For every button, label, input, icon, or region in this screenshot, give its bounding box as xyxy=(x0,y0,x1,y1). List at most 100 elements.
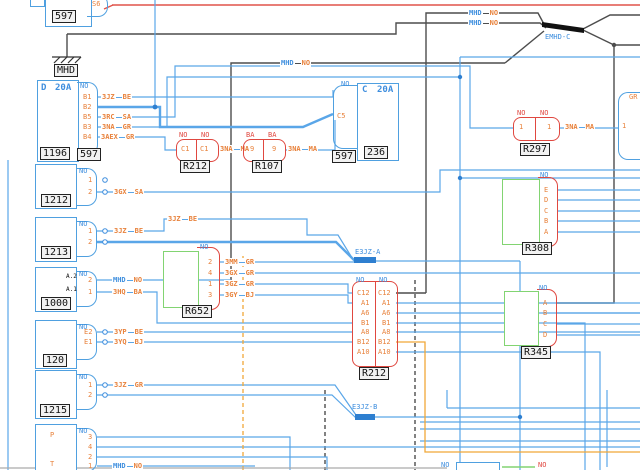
bottom-fragment-no-blue: NO xyxy=(441,461,450,469)
r652-pin-3: 3 xyxy=(208,291,213,299)
plate-597-fuse: 597 xyxy=(52,10,77,23)
dash xyxy=(126,465,133,467)
r212-bottom-left-name: NO xyxy=(356,276,365,284)
dash xyxy=(127,191,134,193)
dash xyxy=(181,218,188,220)
dash xyxy=(482,22,489,24)
dash xyxy=(301,148,308,150)
r345-pin-a: A xyxy=(543,299,548,307)
unit-1213-connector-arc xyxy=(76,221,97,257)
unit-1000-pin-2: 2 xyxy=(88,276,93,284)
splice-e3jz-b-bar xyxy=(355,414,375,420)
r212b-r-a1: A1 xyxy=(382,299,391,307)
unit-bottom-pin-4: 4 xyxy=(88,443,93,451)
r212-top-right-name: NO xyxy=(201,131,210,139)
r212b-r-c12: C12 xyxy=(378,289,391,297)
relay-236-conn-name: NO xyxy=(341,80,350,88)
r212b-r-a8: A8 xyxy=(382,328,391,336)
dash xyxy=(115,116,122,118)
plate-mhd-ground: MHD xyxy=(54,64,79,77)
plate-r308: R308 xyxy=(522,242,553,255)
plate-236: 236 xyxy=(364,146,389,159)
pin-label-b5: B5 xyxy=(83,113,92,121)
plate-1000: 1000 xyxy=(41,297,72,310)
r297-right-arc xyxy=(535,117,560,141)
unit-bottom-connector-arc xyxy=(76,428,97,470)
r652-pin-1: 1 xyxy=(208,280,213,288)
relay-236-amps: 20A xyxy=(377,85,394,95)
r212b-l-c12: C12 xyxy=(357,289,370,297)
r308-pin-d: D xyxy=(544,196,549,204)
r308-conn-name: NO xyxy=(540,171,549,179)
pin-label-b2: B2 xyxy=(83,103,92,111)
plate-r652: R652 xyxy=(182,305,213,318)
r308-pin-b: B xyxy=(544,217,549,225)
dash xyxy=(115,96,122,98)
r652-conn-name: NO xyxy=(200,243,209,251)
dash xyxy=(238,272,245,274)
dash xyxy=(127,331,134,333)
r652-connector-arc xyxy=(197,247,220,310)
r212b-l-a8: A8 xyxy=(361,328,370,336)
r652-pin-2: 2 xyxy=(208,258,213,266)
dash xyxy=(238,283,245,285)
r297-left-arc xyxy=(513,117,536,141)
dash xyxy=(238,261,245,263)
edge-connector-pin: 1 xyxy=(622,122,627,130)
r297-right-pin: 1 xyxy=(547,123,552,131)
r212b-l-a6: A6 xyxy=(361,309,370,317)
splice-emhd-c-label: EMHD-C xyxy=(545,33,571,41)
r212b-l-a10: A10 xyxy=(357,348,370,356)
unit-1212-pin-1: 1 xyxy=(88,176,93,184)
unit-120-conn-name: NO xyxy=(79,323,88,331)
pin-label-s6: S6 xyxy=(92,0,101,8)
r107-left-pin: 9 xyxy=(250,145,255,153)
unit-1215-pin-2: 2 xyxy=(88,391,93,399)
r308-module-box xyxy=(502,179,540,245)
plate-1213: 1213 xyxy=(41,246,72,259)
r652-module-box xyxy=(163,251,199,308)
r345-pin-c: C xyxy=(543,320,548,328)
r308-pin-c: C xyxy=(544,207,549,215)
r107-right-pin: 9 xyxy=(272,145,277,153)
inline-connector-circles xyxy=(102,177,108,398)
plate-1196: 1196 xyxy=(40,147,71,160)
fuse-597-connector-arc xyxy=(87,0,108,17)
unit-bottom-pin-1: 1 xyxy=(88,462,93,470)
plate-r107: R107 xyxy=(252,160,283,173)
dash xyxy=(126,279,133,281)
ground-symbol xyxy=(52,56,82,64)
r107-right-name: BA xyxy=(268,131,277,139)
dash xyxy=(238,294,245,296)
unit-1000-tag-a2: A.2 xyxy=(66,273,77,280)
splice-e3jz-a-bar xyxy=(354,257,376,263)
bottom-fragment-box xyxy=(456,462,500,470)
r212b-r-a10: A10 xyxy=(378,348,391,356)
relay-1196-code: D xyxy=(41,83,47,93)
dash xyxy=(578,126,585,128)
r345-module-box xyxy=(504,291,539,346)
r652-pin-4: 4 xyxy=(208,269,213,277)
r297-left-pin: 1 xyxy=(519,123,524,131)
splice-emhd-c-bar xyxy=(542,22,584,33)
r297-right-name: NO xyxy=(540,109,549,117)
plate-r212-top: R212 xyxy=(180,160,211,173)
unit-1000-pin-1: 1 xyxy=(88,288,93,296)
unit-1213-conn-name: NO xyxy=(79,220,88,228)
unit-bottom-pin-2: 2 xyxy=(88,453,93,461)
dash xyxy=(127,384,134,386)
